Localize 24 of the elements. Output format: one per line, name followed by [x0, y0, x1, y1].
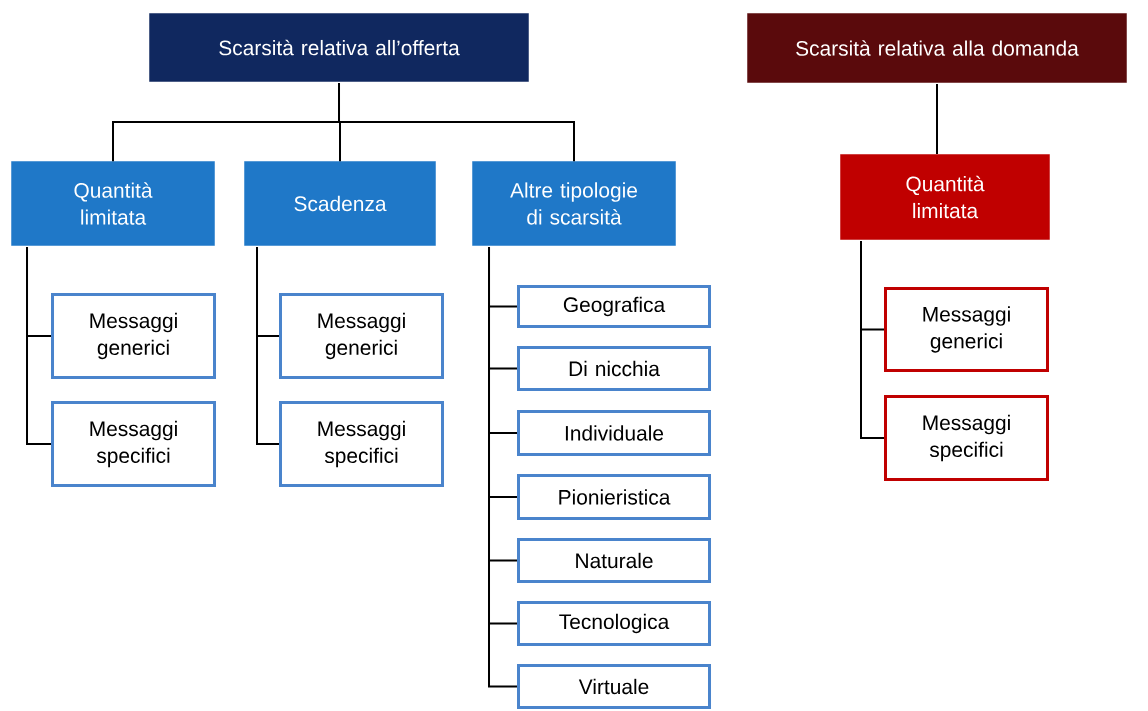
category-box: Scarsità relativa alla domanda — [747, 13, 1127, 83]
item-box: Geografica — [517, 285, 711, 328]
item-box: Virtuale — [517, 664, 711, 709]
connector-line — [26, 246, 52, 445]
item-box: Tecnologica — [517, 601, 711, 646]
connector-line — [256, 246, 280, 445]
item-box: Messaggi specifici — [51, 401, 216, 487]
item-box: Messaggi specifici — [884, 395, 1049, 481]
item-box: Di nicchia — [517, 346, 711, 391]
item-box: Naturale — [517, 538, 711, 583]
subcategory-box: Altre tipologie di scarsità — [472, 161, 676, 246]
connector-line — [338, 82, 575, 163]
item-box: Messaggi generici — [884, 287, 1049, 372]
item-box: Individuale — [517, 410, 711, 456]
subcategory-box: Scadenza — [244, 161, 436, 246]
item-box: Messaggi specifici — [279, 401, 444, 487]
item-box: Messaggi generici — [279, 293, 444, 379]
connector-line — [860, 240, 885, 439]
item-box: Messaggi generici — [51, 293, 216, 379]
subcategory-box: Quantità limitata — [840, 154, 1050, 240]
category-box: Scarsità relativa all’offerta — [149, 13, 529, 82]
item-box: Pionieristica — [517, 474, 711, 520]
subcategory-box: Quantità limitata — [11, 161, 215, 246]
connector-line — [936, 83, 938, 155]
